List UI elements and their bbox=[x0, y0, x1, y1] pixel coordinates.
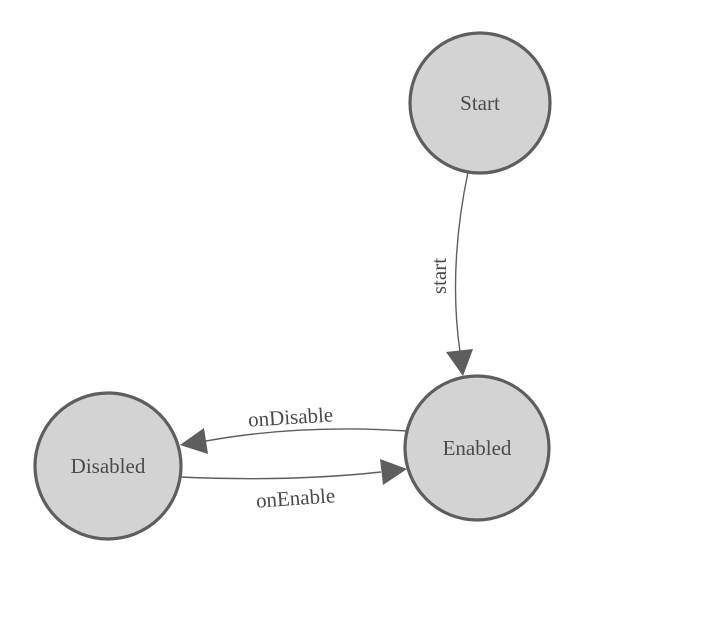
edge-disabled-to-enabled[interactable]: onEnable bbox=[179, 459, 407, 513]
node-start-label: Start bbox=[460, 91, 500, 115]
edge-line[interactable] bbox=[205, 428, 408, 442]
node-start-circle[interactable] bbox=[408, 31, 552, 175]
node-start[interactable]: Start bbox=[408, 31, 552, 175]
arrowhead-icon bbox=[180, 428, 208, 454]
node-enabled-label: Enabled bbox=[443, 436, 512, 460]
node-enabled[interactable]: Enabled bbox=[403, 374, 551, 522]
arrowhead-icon bbox=[446, 349, 473, 376]
edge-label-ondisable: onDisable bbox=[247, 402, 333, 431]
edge-line[interactable] bbox=[454, 171, 469, 353]
edge-enabled-to-disabled[interactable]: onDisable bbox=[180, 402, 408, 454]
node-enabled-circle[interactable] bbox=[403, 374, 551, 522]
edge-label-start: start bbox=[427, 258, 451, 294]
node-disabled-circle[interactable] bbox=[33, 391, 183, 541]
node-disabled[interactable]: Disabled bbox=[33, 391, 183, 541]
node-disabled-label: Disabled bbox=[71, 454, 146, 478]
edge-label-onenable: onEnable bbox=[255, 483, 336, 512]
edge-line[interactable] bbox=[179, 471, 382, 480]
arrowhead-icon bbox=[380, 459, 407, 485]
edge-start-to-enabled[interactable]: start bbox=[427, 171, 473, 376]
